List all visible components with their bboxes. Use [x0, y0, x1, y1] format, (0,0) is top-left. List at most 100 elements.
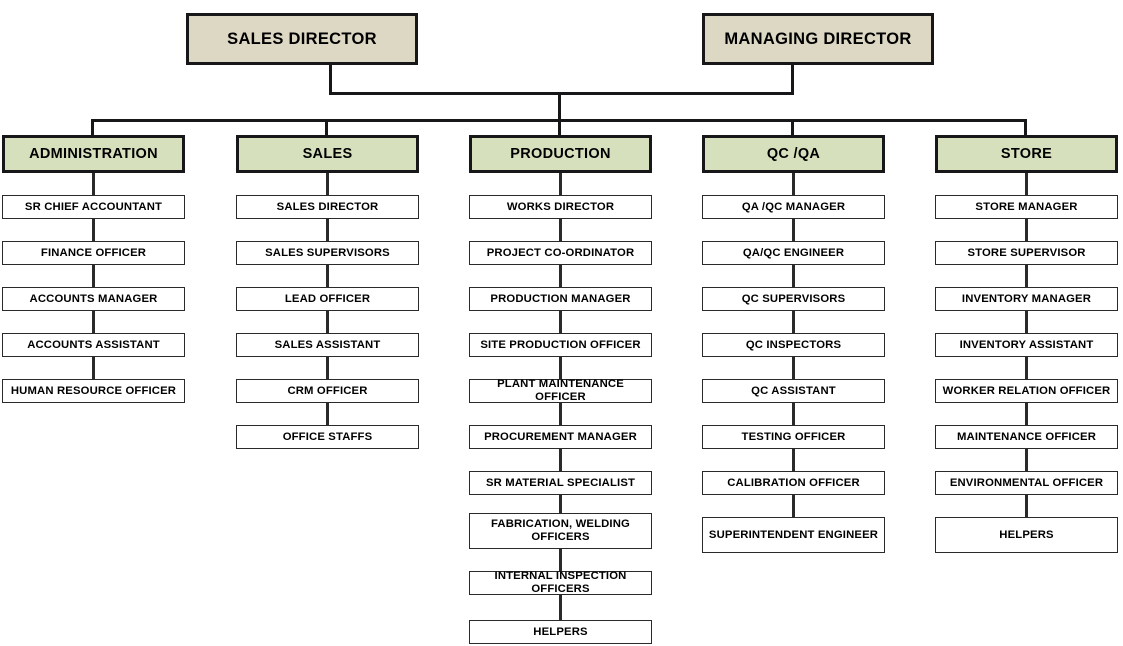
node-administration-3[interactable]: ACCOUNTS ASSISTANT	[2, 333, 185, 357]
connector-sales-3	[326, 311, 329, 333]
node-qcqa-4[interactable]: QC ASSISTANT	[702, 379, 885, 403]
node-production-7[interactable]: FABRICATION, WELDING OFFICERS	[469, 513, 652, 549]
node-label: CRM OFFICER	[287, 384, 368, 397]
dept-header-administration[interactable]: ADMINISTRATION	[2, 135, 185, 173]
dept-header-label: ADMINISTRATION	[29, 145, 158, 162]
node-label: WORKER RELATION OFFICER	[942, 384, 1111, 397]
node-label: HELPERS	[533, 625, 588, 638]
node-production-4[interactable]: PLANT MAINTENANCE OFFICER	[469, 378, 652, 403]
top-box-managing-director[interactable]: MANAGING DIRECTOR	[702, 13, 934, 65]
node-label: ENVIRONMENTAL OFFICER	[949, 476, 1104, 489]
connector-qcqa-4	[792, 357, 795, 379]
connector-store-1	[1025, 219, 1028, 241]
node-store-4[interactable]: WORKER RELATION OFFICER	[935, 379, 1118, 403]
top-box-label: SALES DIRECTOR	[227, 29, 377, 48]
dept-header-sales[interactable]: SALES	[236, 135, 419, 173]
top-box-sales-director[interactable]: SALES DIRECTOR	[186, 13, 418, 65]
node-administration-1[interactable]: FINANCE OFFICER	[2, 241, 185, 265]
dept-header-label: PRODUCTION	[510, 145, 611, 162]
node-sales-5[interactable]: OFFICE STAFFS	[236, 425, 419, 449]
node-label: STORE SUPERVISOR	[967, 246, 1086, 259]
connector-managing-director-drop	[791, 65, 794, 92]
connector-production-6	[559, 449, 562, 471]
node-label: TESTING OFFICER	[741, 430, 846, 443]
node-sales-4[interactable]: CRM OFFICER	[236, 379, 419, 403]
node-qcqa-1[interactable]: QA/QC ENGINEER	[702, 241, 885, 265]
node-label: QA /QC MANAGER	[741, 200, 846, 213]
node-label: STORE MANAGER	[975, 200, 1078, 213]
node-label: PROJECT CO-ORDINATOR	[486, 246, 635, 259]
node-label: FINANCE OFFICER	[40, 246, 147, 259]
connector-qcqa-3	[792, 311, 795, 333]
node-administration-4[interactable]: HUMAN RESOURCE OFFICER	[2, 379, 185, 403]
node-qcqa-0[interactable]: QA /QC MANAGER	[702, 195, 885, 219]
node-administration-2[interactable]: ACCOUNTS MANAGER	[2, 287, 185, 311]
connector-store-7	[1025, 495, 1028, 517]
node-sales-3[interactable]: SALES ASSISTANT	[236, 333, 419, 357]
top-box-label: MANAGING DIRECTOR	[724, 29, 912, 48]
connector-qcqa-5	[792, 403, 795, 425]
node-label: INTERNAL INSPECTION OFFICERS	[494, 570, 627, 595]
node-production-9[interactable]: HELPERS	[469, 620, 652, 644]
dept-header-production[interactable]: PRODUCTION	[469, 135, 652, 173]
node-label: FABRICATION, WELDING OFFICERS	[491, 518, 630, 543]
connector-administration-4	[92, 357, 95, 379]
node-label: WORKS DIRECTOR	[506, 200, 615, 213]
connector-qcqa-1	[792, 219, 795, 241]
node-qcqa-3[interactable]: QC INSPECTORS	[702, 333, 885, 357]
connector-store-0	[1025, 173, 1028, 195]
node-store-3[interactable]: INVENTORY ASSISTANT	[935, 333, 1118, 357]
node-production-3[interactable]: SITE PRODUCTION OFFICER	[469, 333, 652, 357]
connector-qcqa-7	[792, 495, 795, 517]
connector-production-7	[559, 495, 562, 513]
connector-store-4	[1025, 357, 1028, 379]
node-label: PROCUREMENT MANAGER	[484, 430, 637, 443]
node-sales-2[interactable]: LEAD OFFICER	[236, 287, 419, 311]
node-label: QC INSPECTORS	[745, 338, 842, 351]
node-store-7[interactable]: HELPERS	[935, 517, 1118, 553]
node-label: LEAD OFFICER	[284, 292, 371, 305]
connector-sales-1	[326, 219, 329, 241]
connector-production-0	[559, 173, 562, 195]
node-qcqa-2[interactable]: QC SUPERVISORS	[702, 287, 885, 311]
connector-bus-drop-qcqa	[791, 119, 794, 135]
node-store-2[interactable]: INVENTORY MANAGER	[935, 287, 1118, 311]
dept-header-store[interactable]: STORE	[935, 135, 1118, 173]
node-label: OFFICE STAFFS	[282, 430, 373, 443]
node-qcqa-7[interactable]: SUPERINTENDENT ENGINEER	[702, 517, 885, 553]
node-label: QA/QC ENGINEER	[742, 246, 845, 259]
node-label: INVENTORY MANAGER	[961, 292, 1092, 305]
node-store-0[interactable]: STORE MANAGER	[935, 195, 1118, 219]
node-sales-0[interactable]: SALES DIRECTOR	[236, 195, 419, 219]
connector-sales-4	[326, 357, 329, 379]
node-qcqa-6[interactable]: CALIBRATION OFFICER	[702, 471, 885, 495]
node-store-6[interactable]: ENVIRONMENTAL OFFICER	[935, 471, 1118, 495]
node-production-5[interactable]: PROCUREMENT MANAGER	[469, 425, 652, 449]
dept-header-qcqa[interactable]: QC /QA	[702, 135, 885, 173]
node-label: ACCOUNTS MANAGER	[29, 292, 158, 305]
connector-production-1	[559, 219, 562, 241]
connector-store-5	[1025, 403, 1028, 425]
connector-bus-drop-sales	[325, 119, 328, 135]
node-production-1[interactable]: PROJECT CO-ORDINATOR	[469, 241, 652, 265]
node-label: ACCOUNTS ASSISTANT	[27, 338, 160, 351]
connector-qcqa-6	[792, 449, 795, 471]
node-production-2[interactable]: PRODUCTION MANAGER	[469, 287, 652, 311]
connector-store-3	[1025, 311, 1028, 333]
node-qcqa-5[interactable]: TESTING OFFICER	[702, 425, 885, 449]
node-store-5[interactable]: MAINTENANCE OFFICER	[935, 425, 1118, 449]
node-label: PLANT MAINTENANCE OFFICER	[497, 378, 624, 403]
connector-production-9	[559, 595, 562, 620]
node-administration-0[interactable]: SR CHIEF ACCOUNTANT	[2, 195, 185, 219]
node-sales-1[interactable]: SALES SUPERVISORS	[236, 241, 419, 265]
node-production-6[interactable]: SR MATERIAL SPECIALIST	[469, 471, 652, 495]
connector-production-3	[559, 311, 562, 333]
node-label: SALES SUPERVISORS	[265, 246, 390, 259]
node-store-1[interactable]: STORE SUPERVISOR	[935, 241, 1118, 265]
node-production-8[interactable]: INTERNAL INSPECTION OFFICERS	[469, 570, 652, 595]
node-production-0[interactable]: WORKS DIRECTOR	[469, 195, 652, 219]
connector-sales-0	[326, 173, 329, 195]
connector-qcqa-2	[792, 265, 795, 287]
node-label: SR CHIEF ACCOUNTANT	[24, 200, 163, 213]
